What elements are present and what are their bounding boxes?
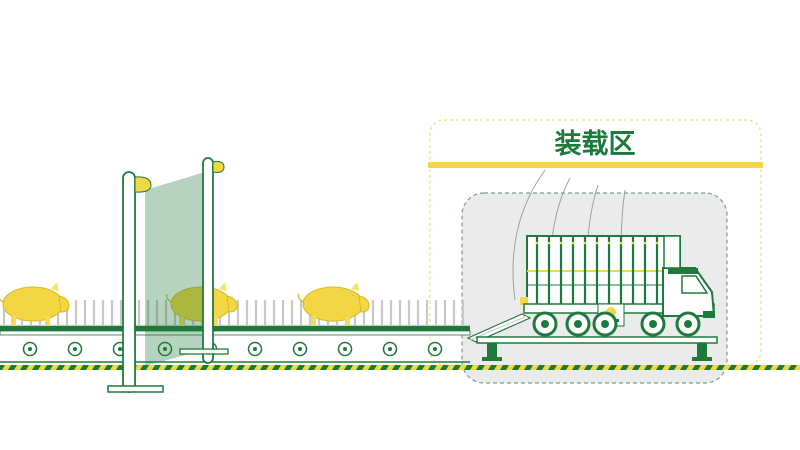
gate-icon xyxy=(107,157,229,393)
roller xyxy=(67,341,83,357)
gate-scan-panel xyxy=(145,170,212,366)
loading-ramp xyxy=(466,313,532,343)
truck-icon xyxy=(520,235,716,337)
roller-icon xyxy=(22,341,443,357)
pig-icon xyxy=(0,282,70,330)
loading-zone-header-bar xyxy=(428,162,763,168)
truck-platform xyxy=(476,336,718,361)
truck-wheel xyxy=(565,311,591,337)
pig-icon xyxy=(297,282,370,330)
roller xyxy=(247,341,263,357)
roller xyxy=(337,341,353,357)
pig-icon xyxy=(165,282,238,330)
roller xyxy=(382,341,398,357)
truck-wheel xyxy=(532,311,558,337)
roller xyxy=(157,341,173,357)
truck-wheel xyxy=(592,311,618,337)
loading-zone-title: 装载区 xyxy=(555,129,636,160)
ground-stripe xyxy=(0,365,800,370)
roller xyxy=(427,341,443,357)
truck-wheel xyxy=(675,311,701,337)
truck-wheel xyxy=(640,311,666,337)
roller xyxy=(22,341,38,357)
roller xyxy=(292,341,308,357)
